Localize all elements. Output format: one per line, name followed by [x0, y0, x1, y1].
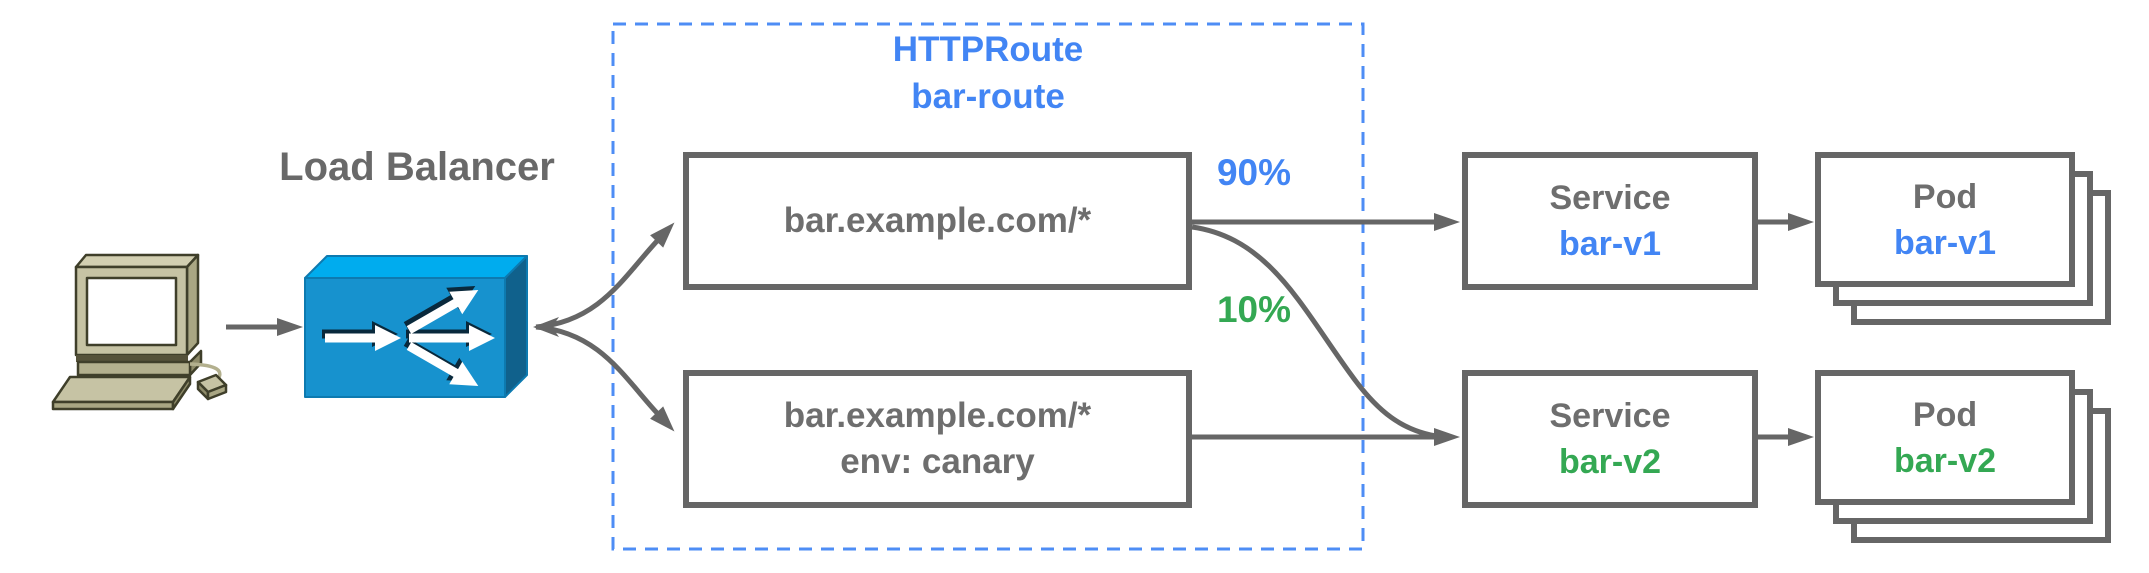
lb-arrow-up — [406, 290, 479, 334]
weight-label-10: 10% — [1216, 289, 1292, 330]
rule-host: bar.example.com/* — [783, 396, 1092, 435]
pod-name-label: bar-v1 — [1893, 223, 1997, 262]
httproute-title: HTTPRoute bar-route — [613, 26, 1363, 120]
lb-arrows — [325, 290, 495, 386]
service-name-label: bar-v1 — [1558, 225, 1662, 263]
weight-label-90: 90% — [1216, 152, 1292, 193]
pod-bar-v2-stack: Pod bar-v2 — [1815, 370, 2112, 544]
monitor-side — [185, 253, 200, 357]
rule-host: bar.example.com/* — [783, 201, 1092, 240]
arrow-rule1-to-service2-curve — [1191, 224, 1437, 439]
keyboard-side — [171, 375, 192, 411]
lb-side-face — [504, 255, 528, 398]
keyboard-front — [51, 400, 175, 411]
monitor-top — [74, 253, 200, 269]
lb-arrow-in — [325, 325, 401, 351]
lb-top-face — [304, 255, 528, 279]
lb-arrow-down — [406, 342, 479, 386]
service-kind-label: Service — [1549, 179, 1671, 217]
arrow-lb-to-rule1 — [535, 222, 675, 330]
httproute-boundary — [611, 22, 1365, 551]
base-front — [76, 360, 192, 377]
lb-arrow-mid — [409, 325, 495, 351]
pod-name-label: bar-v2 — [1893, 441, 1997, 480]
load-balancer-label: Load Balancer — [279, 145, 555, 189]
mouse-side — [206, 383, 228, 401]
monitor-band — [76, 355, 188, 362]
service-name-label: bar-v2 — [1558, 443, 1662, 481]
fork-tail — [533, 317, 559, 337]
service-bar-v1-box: Service bar-v1 — [1462, 152, 1758, 290]
arrow-lb-to-rule2 — [535, 324, 675, 432]
load-balancer-icon — [304, 255, 528, 398]
pod-kind-label: Pod — [1912, 395, 1978, 434]
rule-header-match: env: canary — [840, 442, 1035, 481]
httproute-kind: HTTPRoute — [892, 30, 1084, 69]
pod-bar-v1-card: Pod bar-v1 — [1815, 152, 2075, 287]
httproute-name: bar-route — [911, 77, 1065, 116]
monitor-screen — [85, 276, 178, 347]
service-bar-v2-box: Service bar-v2 — [1462, 370, 1758, 508]
rule-box-main: bar.example.com/* — [683, 152, 1192, 290]
pod-kind-label: Pod — [1912, 177, 1978, 216]
keyboard-top — [51, 375, 192, 404]
pod-bar-v1-stack: Pod bar-v1 — [1815, 152, 2112, 326]
service-kind-label: Service — [1549, 397, 1671, 435]
rule-box-canary: bar.example.com/* env: canary — [683, 370, 1192, 508]
client-computer-icon — [51, 253, 228, 411]
pod-bar-v2-card: Pod bar-v2 — [1815, 370, 2075, 505]
